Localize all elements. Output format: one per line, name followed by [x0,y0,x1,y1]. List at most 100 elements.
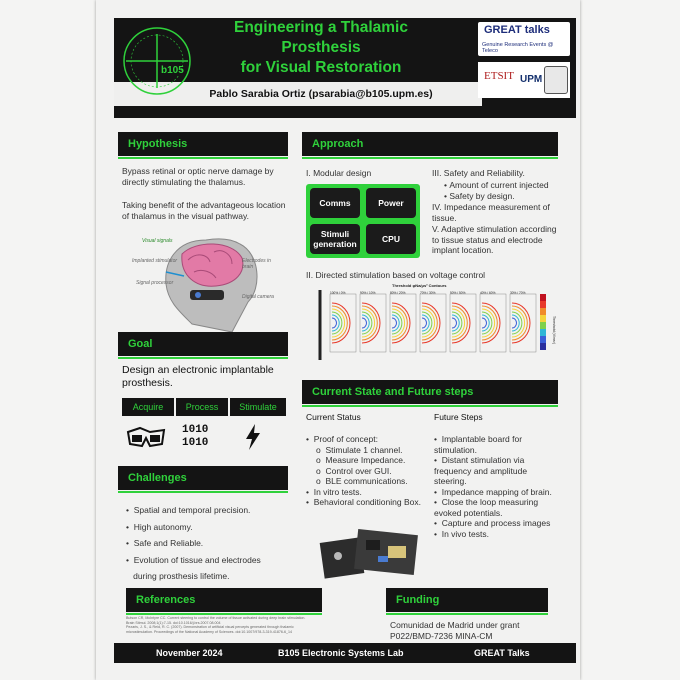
approach-sub-item: • Safety by design. [444,190,515,201]
footer-date: November 2024 [156,648,223,658]
panel-label: 100% / 0% [330,291,346,295]
fig-label-processor: Signal processor [136,280,174,286]
colorbar-segment [540,294,546,301]
goal-underline [118,357,288,359]
threshold-contour-plots [312,284,558,368]
current-status-list: • Proof of concept: o Stimulate 1 channe… [306,434,432,508]
great-talks-logo: GREAT talks Genuine Research Events @ Te… [478,22,570,56]
colorbar-segment [540,308,546,315]
colorbar-segment [540,315,546,322]
goal-step-process: Process [176,398,228,416]
title-line-1: Engineering a Thalamic Prosthesis [234,19,408,56]
panel-label: 70% / 30% [420,291,436,295]
challenge-item: • High autonomy. [126,521,193,532]
current-state-underline [302,405,558,407]
author-band [114,82,482,106]
great-talks-logo-title: GREAT talks [484,24,550,36]
current-state-heading: Current State and Future steps [302,380,558,404]
challenges-list: • Spatial and temporal precision. • High… [126,502,292,585]
approach-item-2: II. Directed stimulation based on voltag… [306,270,486,280]
fig-label-stimulator: Implanted stimulator [132,258,178,264]
upm-seal-icon [544,66,568,94]
current-status-title: Current Status [306,412,361,422]
goal-step-stimulate: Stimulate [230,398,286,416]
funding-line: P022/BMD-7236 MINA-CM [390,630,493,641]
contour-panel [449,293,477,353]
panel-label: 30% / 70% [510,291,526,295]
future-item: • Capture and process images [434,518,551,528]
panel-label: 40% / 60% [480,291,496,295]
great-talks-logo-sub: Genuine Research Events @ Teleco [482,42,554,54]
plot-title: Threshold φNa/μs² Contours [392,283,447,288]
approach-item-4: IV. Impedance measurement of tissue. [432,202,550,223]
status-item: • Behavioral conditioning Box. [306,497,421,507]
poster-title: Engineering a Thalamic Prosthesis for Vi… [194,18,448,78]
panel-label: 80% / 20% [390,291,406,295]
reference-line: Pezaris, J. S., & Reid, R. C. (2007). De… [126,625,294,630]
module-cpu: CPU [366,224,416,254]
status-sub-item: o Control over GUI. [316,465,392,476]
etsit-upm-logo: ETSIT UPM [478,62,570,98]
hypothesis-p1: Bypass retinal or optic nerve damage by … [122,166,274,187]
hypothesis-p2: Taking benefit of the advantageous locat… [122,200,286,221]
status-sub-item: o Stimulate 1 channel. [316,444,403,455]
etsit-logo-text: ETSIT [484,70,514,82]
reference-line: Butson CR, McIntyre CC. Current steering… [126,616,306,620]
references-heading: References [126,588,322,612]
contour-panel [329,293,357,353]
fig-label-visual: Visual signals [142,238,173,244]
contour-panel [389,293,417,353]
upm-logo-text: UPM [520,74,543,85]
binary-line-2: 1010 [182,437,209,449]
colorbar-segment [540,322,546,329]
funding-heading: Funding [386,588,548,612]
approach-item-5: V. Adaptive stimulation according to tis… [432,224,557,255]
hypothesis-underline [118,157,288,159]
future-item: • Close the loop measuring evoked potent… [434,497,539,518]
module-stimuli-generation: Stimuli generation [310,224,360,254]
head-prosthesis-figure [165,238,258,333]
future-steps-list: • Implantable board for stimulation. • D… [434,434,562,539]
approach-item-1: I. Modular design [306,168,372,178]
fig-label-electrodes: Electrodes in brain [242,258,271,270]
goal-heading: Goal [118,332,288,356]
b105-logo: b105 [123,27,191,95]
colorbar-segment [540,329,546,336]
contour-panel [359,293,387,353]
funding-underline [386,613,548,615]
challenge-item-cont: during prosthesis lifetime. [133,571,230,581]
challenge-item: • Safe and Reliable. [126,538,204,548]
approach-item-3: III. Safety and Reliability. [432,168,525,178]
title-line-2: for Visual Restoration [240,59,402,76]
goal-step-acquire: Acquire [122,398,174,416]
colorbar-segment [540,301,546,308]
future-item: • Implantable board for stimulation. [434,434,523,455]
fig-label-camera: Digital camera [242,294,274,300]
poster: b105 Engineering a Thalamic Prosthesis f… [96,0,580,680]
challenges-heading: Challenges [118,466,288,490]
challenge-item: • Spatial and temporal precision. [126,505,251,515]
colorbar-label: Threshold (V/ms²) [552,316,556,345]
approach-heading: Approach [302,132,558,156]
status-sub-item: o Measure Impedance. [316,455,406,465]
references-list: Butson CR, McIntyre CC. Current steering… [126,616,366,634]
hypothesis-heading: Hypothesis [118,132,288,156]
footer-lab: B105 Electronic Systems Lab [278,648,404,658]
approach-sub-item: • Amount of current injected [444,180,549,190]
footer-event: GREAT Talks [474,648,530,658]
contour-panel [509,293,537,353]
future-item: • In vivo tests. [434,528,489,539]
status-sub-item: o BLE communications. [316,476,408,486]
future-item: • Impedance mapping of brain. [434,486,552,497]
reference-line: microstimulation. Proceedings of the Nat… [126,629,293,634]
status-item: • Proof of concept: [306,434,378,444]
colorbar-segment [540,343,546,350]
lightning-bolt-icon [246,424,260,450]
references-underline [126,613,322,615]
contour-panel [479,293,507,353]
status-item: • In vitro tests. [306,486,362,497]
funding-text: Comunidad de Madrid under grant P022/BMD… [390,620,550,641]
prototype-board-photo [319,528,418,579]
approach-underline [302,157,558,159]
